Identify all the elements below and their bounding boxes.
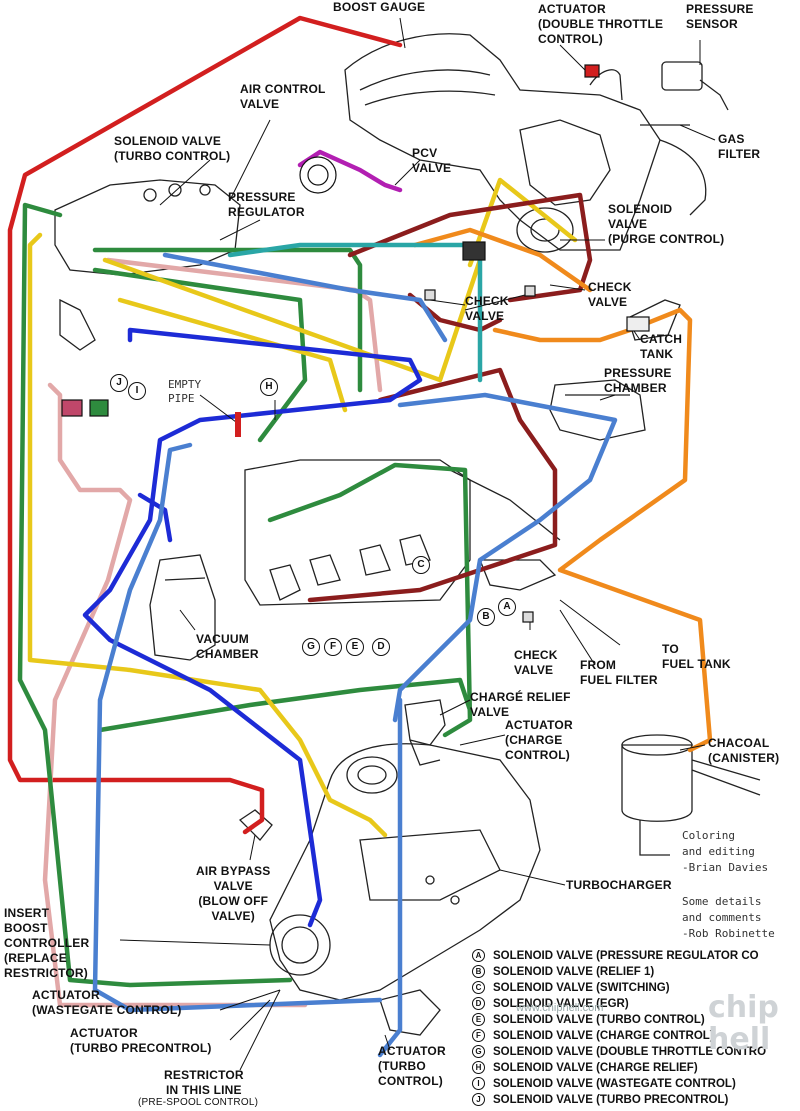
legend-row: J SOLENOID VALVE (TURBO PRECONTROL) [472,1093,728,1109]
hose-red [7,15,403,835]
legend-text: SOLENOID VALVE (RELIEF 1) [493,966,655,978]
hose-teal [227,242,483,383]
legend-letter: J [472,1093,485,1106]
callout-e: E [346,638,364,656]
label-insert-boost-controller: INSERT BOOST CONTROLLER (REPLACE RESTRIC… [4,906,90,980]
hose-orange [492,307,713,753]
hose-green-charge [267,462,473,738]
legend-row: I SOLENOID VALVE (WASTEGATE CONTROL) [472,1077,736,1093]
label-turbocharger: TURBOCHARGER [566,878,672,892]
legend-text: SOLENOID VALVE (PRESSURE REGULATOR CO [493,950,759,962]
legend-row: H SOLENOID VALVE (CHARGE RELIEF) [472,1061,698,1077]
callout-f: F [324,638,342,656]
callout-a: A [498,598,516,616]
callout-h: H [260,378,278,396]
legend-row: F SOLENOID VALVE (CHARGE CONTROL) [472,1029,714,1045]
legend-row: E SOLENOID VALVE (TURBO CONTROL) [472,1013,705,1029]
label-actuator-turbo-precontrol: ACTUATOR (TURBO PRECONTROL) [70,1026,212,1055]
label-catch-tank: CATCH TANK [640,332,683,361]
label-vacuum-chamber: VACUUM CHAMBER [196,632,259,661]
label-check-valve-lower: CHECK VALVE [514,648,558,677]
hose-purple [297,149,403,193]
label-restrictor: RESTRICTOR IN THIS LINE [164,1068,244,1097]
chiphell-logo: chip hell [708,990,779,1057]
label-boost-gauge: BOOST GAUGE [333,0,426,14]
hose-yellow-purge [467,177,578,268]
label-actuator-wastegate: ACTUATOR (WASTEGATE CONTROL) [32,988,182,1017]
legend-text: SOLENOID VALVE (WASTEGATE CONTROL) [493,1078,736,1090]
label-pressure-sensor: PRESSURE SENSOR [686,2,754,31]
hose-blue-short [137,492,173,543]
legend-letter: G [472,1045,485,1058]
legend-text: SOLENOID VALVE (EGR) [493,998,629,1010]
legend-row: B SOLENOID VALVE (RELIEF 1) [472,965,654,981]
legend-letter: H [472,1061,485,1074]
watermark: www.chiphell.com [516,1002,604,1014]
label-to-fuel-tank: TO FUEL TANK [662,642,731,671]
hose-pink-outer [42,382,308,1008]
label-check-valve-upper: CHECK VALVE [465,294,509,323]
callout-b: B [477,608,495,626]
legend-letter: D [472,997,485,1010]
legend-text: SOLENOID VALVE (CHARGE RELIEF) [493,1062,698,1074]
legend-text: SOLENOID VALVE (DOUBLE THROTTLE CONTRO [493,1046,767,1058]
hose-lightblue-right [392,392,618,723]
legend-text: SOLENOID VALVE (TURBO PRECONTROL) [493,1094,729,1106]
hose-yellow-outer [27,232,388,838]
legend-letter: C [472,981,485,994]
label-air-control-valve: AIR CONTROL VALVE [240,82,326,111]
legend-letter: F [472,1029,485,1042]
legend-text: SOLENOID VALVE (TURBO CONTROL) [493,1014,705,1026]
callout-i: I [128,382,146,400]
label-from-fuel-filter: FROM FUEL FILTER [580,658,658,687]
label-solenoid-purge-control: SOLENOID VALVE (PURGE CONTROL) [608,202,725,246]
label-air-bypass-valve: AIR BYPASS VALVE (BLOW OFF VALVE) [196,864,271,923]
legend-text: SOLENOID VALVE (SWITCHING) [493,982,670,994]
legend-row: D SOLENOID VALVE (EGR) [472,997,629,1013]
hose-lightblue-long [92,442,383,1013]
hose-yellow-top [102,257,483,383]
hose-orange-top [412,227,593,293]
callout-g: G [302,638,320,656]
legend-letter: A [472,949,485,962]
legend-row: A SOLENOID VALVE (PRESSURE REGULATOR CO [472,949,759,965]
label-pressure-regulator: PRESSURE REGULATOR [228,190,305,219]
hose-lightblue-top [162,252,448,343]
hose-pink-inner [105,257,383,393]
label-gas-filter: GAS FILTER [718,132,761,161]
legend-row: C SOLENOID VALVE (SWITCHING) [472,981,670,997]
hose-green-lower [97,677,473,733]
label-actuator-turbo-control: ACTUATOR (TURBO CONTROL) [378,1044,446,1088]
vacuum-hoses [7,15,713,1058]
callout-j: J [110,374,128,392]
label-actuator-charge-control: ACTUATOR (CHARGE CONTROL) [505,718,573,762]
hose-blue-main [82,327,423,928]
hose-darkred-lower [307,367,558,603]
label-empty-pipe: EMPTY PIPE [168,378,202,405]
label-solenoid-turbo-control: SOLENOID VALVE (TURBO CONTROL) [114,134,231,163]
label-check-valve-right: CHECK VALVE [588,280,632,309]
legend-row: G SOLENOID VALVE (DOUBLE THROTTLE CONTRO [472,1045,766,1061]
callout-c: C [412,556,430,574]
label-pre-spool: (PRE-SPOOL CONTROL) [138,1097,259,1108]
legend-letter: I [472,1077,485,1090]
hose-lightblue-lower [377,697,403,1058]
credit-details: Some details and comments -Rob Robinette [682,895,775,940]
hose-green-outer [17,202,293,988]
label-charge-relief-valve: CHARGÉ RELIEF VALVE [470,690,571,719]
label-actuator-double-throttle: ACTUATOR (DOUBLE THROTTLE CONTROL) [538,2,664,46]
hose-darkred-upper [347,192,593,303]
hose-green-top [92,247,363,393]
hose-yellow-mid [117,297,348,413]
label-pcv-valve: PCV VALVE [412,146,452,175]
components [61,64,650,623]
callout-d: D [372,638,390,656]
label-pressure-chamber: PRESSURE CHAMBER [604,366,672,395]
credit-coloring: Coloring and editing -Brian Davies [682,829,769,874]
legend-letter: B [472,965,485,978]
label-chacoal-canister: CHACOAL (CANISTER) [708,736,780,765]
legend-letter: E [472,1013,485,1026]
legend-text: SOLENOID VALVE (CHARGE CONTROL) [493,1030,714,1042]
